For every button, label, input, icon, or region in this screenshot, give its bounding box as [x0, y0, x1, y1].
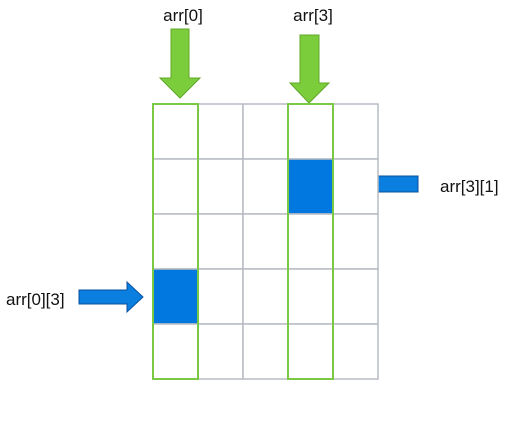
- grid-cell: [197, 158, 244, 215]
- grid-cell: [242, 268, 289, 325]
- array-grid: [152, 103, 379, 380]
- grid-cell: [152, 323, 199, 380]
- grid-cell: [332, 268, 379, 325]
- grid-cell: [332, 213, 379, 270]
- grid-cell: [152, 103, 199, 160]
- grid-cell: [242, 213, 289, 270]
- grid-cell: [287, 323, 334, 380]
- grid-cell: [152, 213, 199, 270]
- column-highlight-3: [287, 103, 334, 380]
- grid-cell: [197, 268, 244, 325]
- column-highlight-0: [152, 103, 199, 380]
- label-cell-0-3: arr[0][3]: [6, 290, 65, 309]
- arrow-down-icon: [288, 34, 331, 104]
- grid-cell: [197, 323, 244, 380]
- grid-cell: [242, 158, 289, 215]
- grid-cell: [197, 103, 244, 160]
- grid-cell-filled: [287, 158, 334, 215]
- grid-cell: [242, 323, 289, 380]
- grid-cell: [152, 158, 199, 215]
- grid-cell-filled: [152, 268, 199, 325]
- grid-cell: [287, 213, 334, 270]
- grid-cell: [287, 103, 334, 160]
- arrow-down-icon: [158, 28, 202, 99]
- label-cell-3-1: arr[3][1]: [440, 177, 499, 196]
- grid-cell: [332, 103, 379, 160]
- grid-cell: [242, 103, 289, 160]
- label-col-0: arr[0]: [163, 6, 203, 25]
- grid-cell: [332, 323, 379, 380]
- arrow-right-icon: [78, 280, 144, 314]
- grid-cell: [287, 268, 334, 325]
- grid-cell: [197, 213, 244, 270]
- grid-cell: [332, 158, 379, 215]
- label-col-3: arr[3]: [293, 6, 333, 25]
